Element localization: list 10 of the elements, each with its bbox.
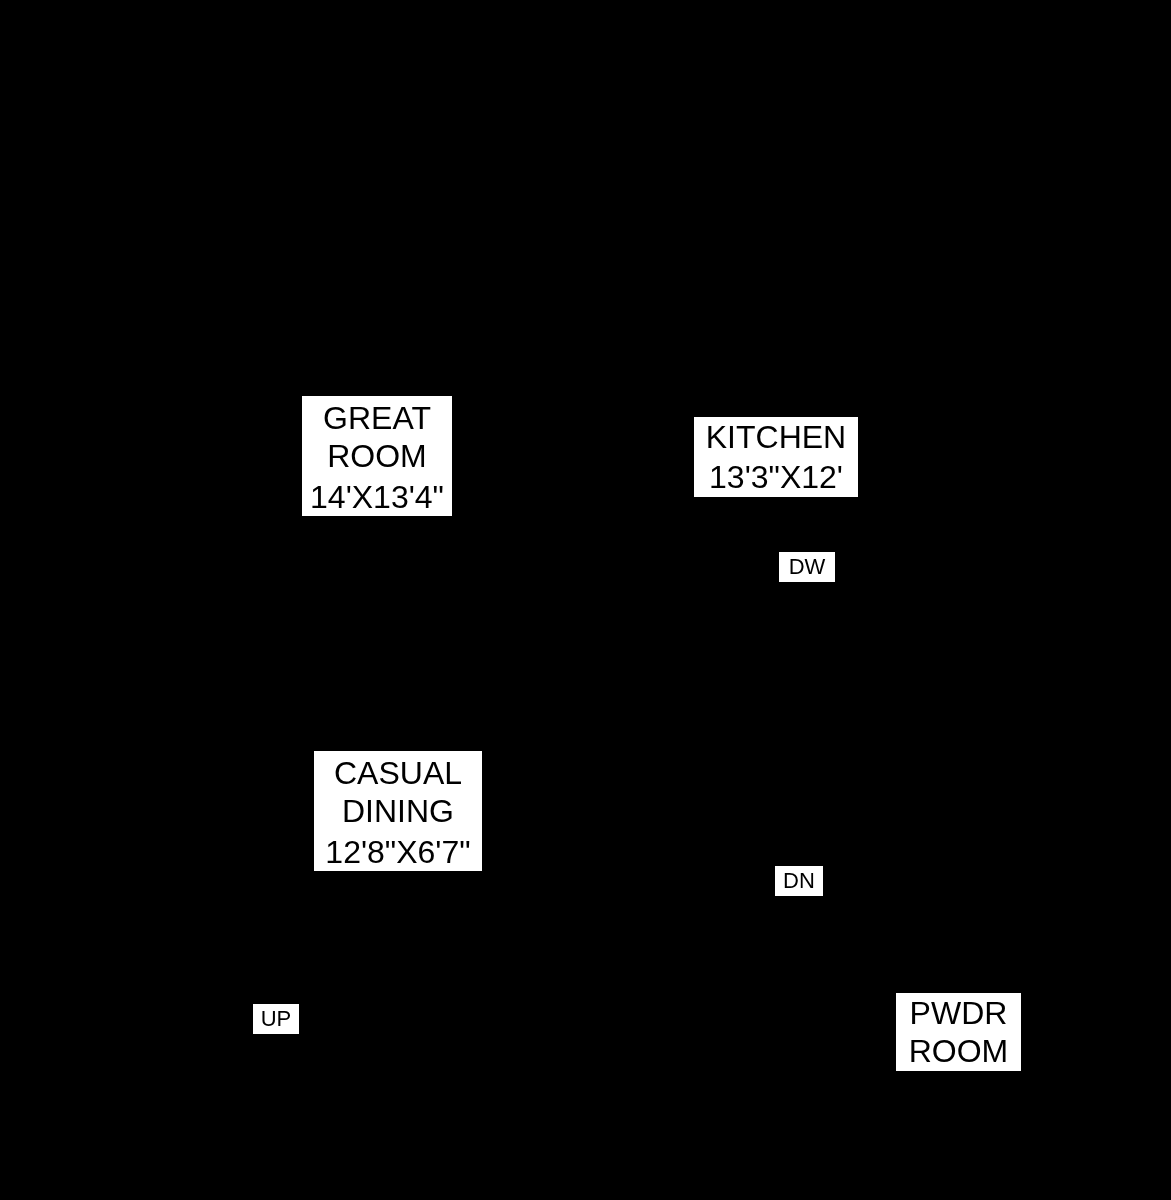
room-label: GREAT ROOM <box>322 398 432 476</box>
room-label: PWDR ROOM <box>907 993 1010 1071</box>
fixture-label: DW <box>788 553 826 581</box>
room-label: KITCHEN <box>705 417 847 457</box>
room-dimension: 12'8"X6'7" <box>325 832 471 872</box>
stair-label: UP <box>260 1005 292 1033</box>
room-dimension: 13'3"X12' <box>709 457 843 497</box>
room-dimension: 14'X13'4" <box>310 477 444 517</box>
room-label: CASUAL DINING <box>332 753 463 831</box>
stair-label: DN <box>783 867 815 895</box>
